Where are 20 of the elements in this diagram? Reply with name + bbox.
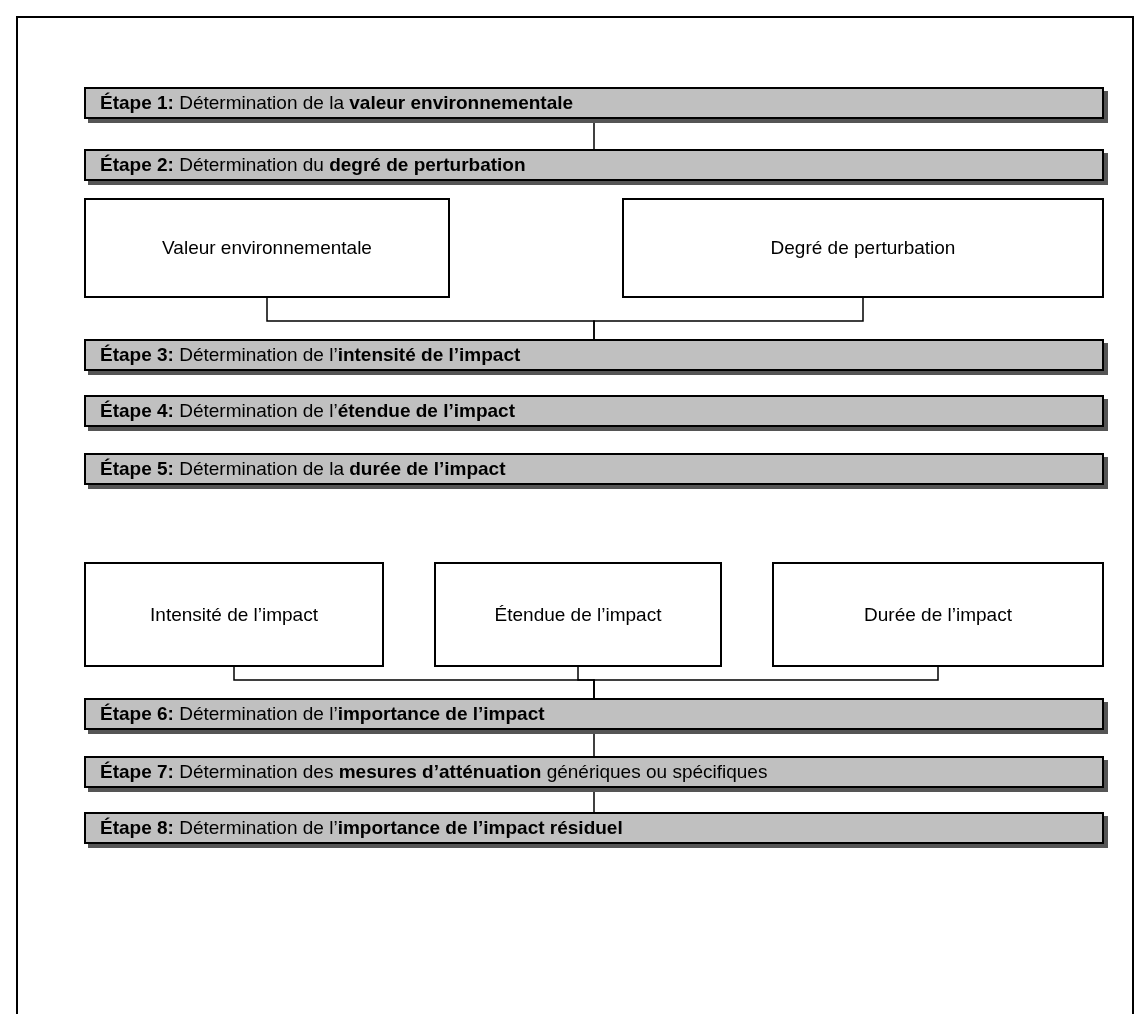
step-label: Étape 5: Détermination de la durée de l’impact [100, 457, 506, 481]
factor-label: Intensité de l’impact [150, 602, 318, 627]
factor-label: Étendue de l’impact [494, 602, 662, 627]
step-label: Étape 6: Détermination de l’importance de l’impact [100, 702, 545, 726]
factor-box [84, 562, 384, 667]
factor-box [772, 562, 1104, 667]
connector-line [593, 297, 864, 340]
step-label: Étape 3: Détermination de l’intensité de l’impact [100, 343, 521, 367]
step-label: Étape 2: Détermination du degré de perturbation [100, 153, 526, 177]
connector-line [593, 666, 939, 699]
step-label: Étape 7: Détermination des mesures d’atténuation génériques ou spécifiques [100, 760, 768, 784]
factor-box [434, 562, 722, 667]
factor-label: Durée de l’impact [864, 602, 1012, 627]
step-label: Étape 1: Détermination de la valeur environnementale [100, 91, 574, 115]
factor-label: Degré de perturbation [770, 236, 956, 260]
step-label: Étape 8: Détermination de l’importance de l’impact résiduel [100, 816, 623, 840]
factor-box [84, 198, 450, 298]
step-label: Étape 4: Détermination de l’étendue de l’impact [100, 399, 515, 423]
factor-box [622, 198, 1104, 298]
factor-label: Valeur environnementale [162, 236, 372, 260]
